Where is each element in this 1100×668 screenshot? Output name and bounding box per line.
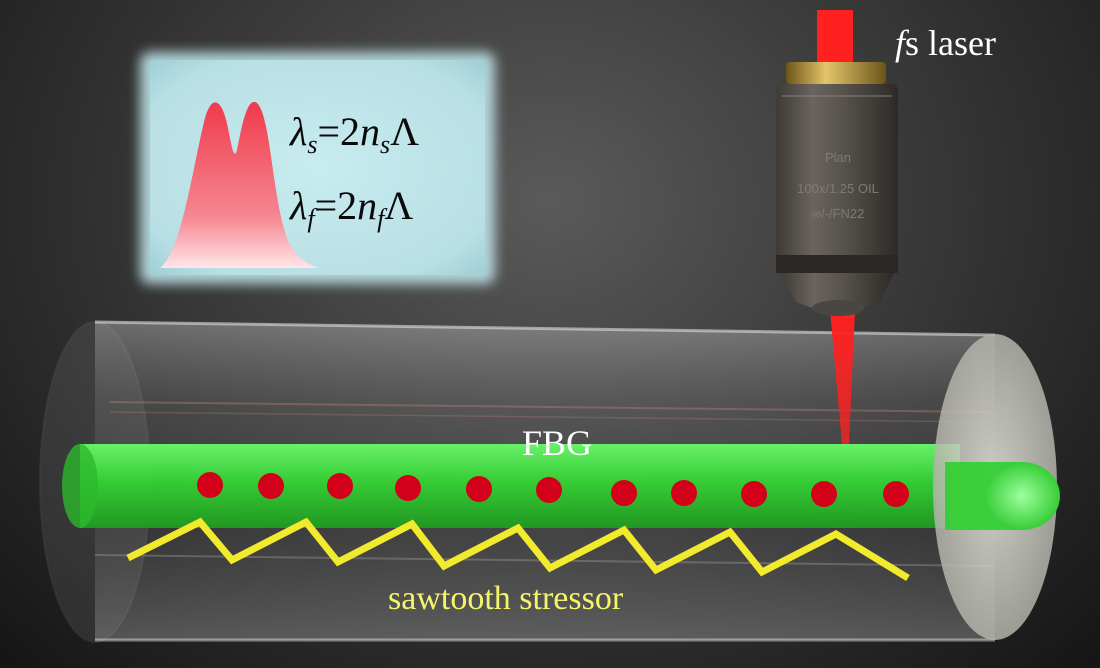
index-subscript: s — [380, 130, 391, 159]
equals-two: =2 — [317, 109, 361, 154]
fbg-label: FBG — [522, 423, 593, 463]
objective-label-fn: ∞/-/FN22 — [811, 206, 865, 221]
grating-period-symbol: Λ — [384, 183, 414, 228]
objective-label-magnification: 100x/1.25 OIL — [797, 181, 879, 196]
index-subscript: f — [377, 204, 385, 233]
grating-dot — [197, 472, 223, 498]
laser-suffix: s laser — [905, 23, 996, 63]
laser-beam — [817, 10, 855, 444]
equation-fast-axis: λf=2nfΛ — [290, 182, 413, 234]
grating-dot — [466, 476, 492, 502]
lambda-subscript: s — [307, 130, 318, 159]
spectrum-inset — [140, 52, 495, 284]
lambda-symbol: λ — [290, 109, 308, 154]
lambda-subscript: f — [307, 204, 315, 233]
equation-slow-axis: λs=2nsΛ — [290, 108, 419, 160]
sawtooth-stressor — [126, 517, 910, 581]
grating-dot — [671, 480, 697, 506]
sawtooth-stressor-label: sawtooth stressor — [388, 580, 624, 617]
lambda-symbol: λ — [290, 183, 308, 228]
spectrum-peaks — [160, 101, 318, 268]
fs-laser-label: fs laser — [895, 22, 996, 64]
objective-label-plan: Plan — [824, 150, 852, 165]
core-end-face — [984, 462, 1060, 530]
laser-prefix: f — [895, 23, 906, 63]
grating-points — [197, 472, 909, 507]
equals-two: =2 — [314, 183, 358, 228]
grating-dot — [741, 481, 767, 507]
fiber-core — [62, 444, 960, 528]
grating-dot — [536, 477, 562, 503]
grating-period-symbol: Λ — [390, 109, 420, 154]
grating-dot — [258, 473, 284, 499]
grating-dot — [883, 481, 909, 507]
grating-dot — [611, 480, 637, 506]
index-symbol: n — [360, 109, 381, 154]
grating-dot — [395, 475, 421, 501]
index-symbol: n — [357, 183, 378, 228]
grating-dot — [327, 473, 353, 499]
objective-lens — [776, 62, 898, 316]
fiber-end-face — [933, 334, 1060, 640]
grating-dot — [811, 481, 837, 507]
